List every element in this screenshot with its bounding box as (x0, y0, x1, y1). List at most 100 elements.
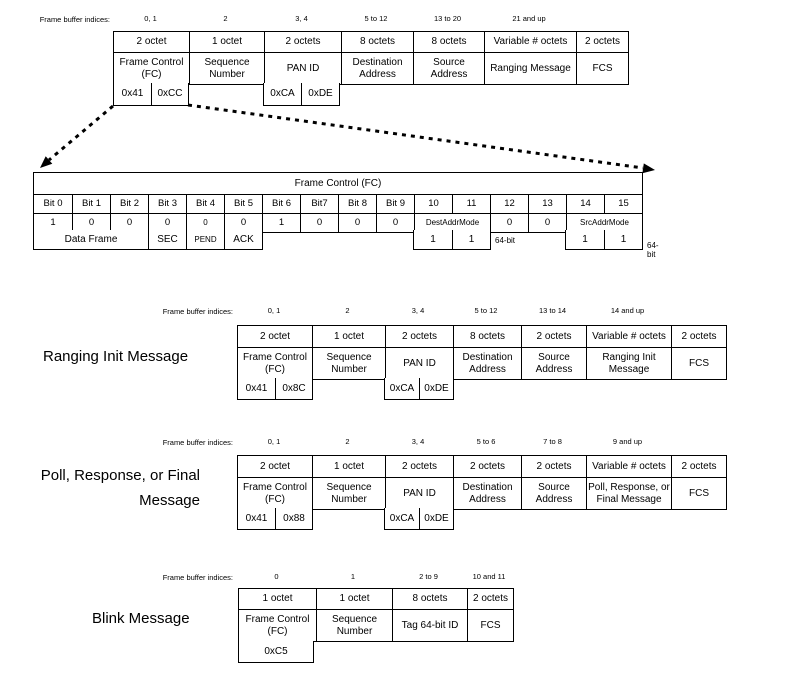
bit-value-cell: 0 (338, 214, 376, 232)
field-cell: PAN ID (385, 478, 453, 509)
field-cell: Sequence Number (316, 610, 392, 641)
ranging-init-table: 2 octet 1 octet 2 octets 8 octets 2 octe… (237, 325, 727, 380)
bit-value-cell: 1 (50, 217, 56, 229)
bit-value-cell: 0 (148, 214, 186, 232)
bit-value-cell: 0 (300, 214, 338, 232)
index-cell: 9 and up (612, 436, 643, 446)
bit-label-cell: 14 (566, 195, 604, 213)
index-cell: 5 to 12 (474, 305, 498, 315)
hex-value-cell: 0xC5 (264, 645, 288, 657)
ranging-init-message-label: Ranging Init Message (43, 348, 189, 365)
octet-cell: 2 octets (521, 456, 586, 477)
poll-response-final-table: 2 octet 1 octet 2 octets 2 octets 2 octe… (237, 455, 727, 510)
octet-cell: 8 octets (453, 326, 521, 347)
index-cell-empty (670, 305, 725, 317)
index-cell: 2 (223, 13, 228, 23)
octet-cell: 8 octets (341, 32, 413, 52)
hex-value-cell: 0x8C (275, 378, 312, 399)
blink-message-table: 1 octet 1 octet 8 octets 2 octets Frame … (238, 588, 514, 642)
bit-label-cell: Bit 0 (43, 198, 63, 210)
poll-label-line1: Poll, Response, or Final (40, 467, 200, 484)
bit-label-cell: Bit 2 (110, 195, 148, 213)
index-cell: 0, 1 (144, 13, 157, 23)
hex-value-cell: 0xDE (419, 508, 453, 529)
arrowhead-right-icon (642, 163, 655, 174)
poll-pan-value-box: 0xCA 0xDE (384, 508, 454, 530)
mode-bit-cell: 1 (452, 230, 490, 249)
octet-cell: 1 octet (312, 326, 385, 347)
field-row: Frame Control (FC) Sequence Number PAN I… (238, 477, 726, 509)
ranging-index-row: 0, 1 2 3, 4 5 to 12 13 to 14 14 and up (237, 305, 725, 317)
octet-row: 2 octet 1 octet 2 octets 8 octets 8 octe… (114, 32, 628, 52)
fc-title-row: Frame Control (FC) (34, 173, 642, 194)
octet-cell: 8 octets (413, 32, 484, 52)
bit-label-cell: Bit 8 (338, 195, 376, 213)
bit-label-cell: Bit 3 (148, 195, 186, 213)
field-cell: FCS (671, 478, 726, 509)
dest-addr-mode-cell: DestAddrMode (414, 214, 490, 232)
frame-control-block: Frame Control (FC) Bit 0 Bit 1 Bit 2 Bit… (33, 172, 659, 259)
poll-frame-buffer-indices-label: Frame buffer indices: (162, 438, 233, 447)
octet-row: 2 octet 1 octet 2 octets 8 octets 2 octe… (238, 326, 726, 347)
field-row: Frame Control (FC) Sequence Number PAN I… (114, 52, 628, 84)
field-cell: Frame Control (FC) (245, 613, 310, 637)
field-cell: Sequence Number (312, 348, 385, 379)
bit-value-cell: 0 (490, 214, 528, 232)
fc-dest-mode-bits-box: 1 1 (413, 230, 491, 250)
sec-cell: SEC (148, 230, 186, 249)
octet-row: 1 octet 1 octet 8 octets 2 octets (239, 589, 513, 609)
bit-value-cell: 0 (186, 214, 224, 232)
ack-cell: ACK (224, 230, 262, 249)
mode-bit-cell: 1 (604, 230, 642, 249)
field-cell: Destination Address (453, 348, 521, 379)
index-cell: 2 (345, 436, 350, 446)
field-cell: Sequence Number (312, 478, 385, 509)
octet-row: 2 octet 1 octet 2 octets 2 octets 2 octe… (238, 456, 726, 477)
dest-64bit-note: 64-bit (495, 236, 516, 245)
field-row: Frame Control (FC) Sequence Number PAN I… (238, 347, 726, 379)
poll-label-line2: Message (139, 492, 200, 509)
field-cell: Source Address (521, 348, 586, 379)
octet-cell: 2 octets (385, 456, 453, 477)
index-cell: 13 to 14 (538, 305, 567, 315)
hex-value-cell: 0xDE (419, 378, 453, 399)
field-cell: Poll, Response, or Final Message (586, 478, 671, 509)
index-cell: 2 to 9 (419, 571, 438, 581)
field-cell: Ranging Message (484, 53, 576, 84)
poll-index-row: 0, 1 2 3, 4 5 to 6 7 to 8 9 and up (237, 436, 725, 448)
octet-cell: 1 octet (312, 456, 385, 477)
poll-response-final-label: Poll, Response, or Final Message (28, 463, 200, 513)
top-pan-value-box: 0xCA 0xDE (263, 83, 340, 106)
top-frame-table: 2 octet 1 octet 2 octets 8 octets 8 octe… (113, 31, 629, 85)
hex-value-cell: 0x41 (245, 512, 268, 524)
index-cell-empty (670, 436, 725, 448)
octet-cell: 1 octet (262, 593, 293, 605)
index-cell-empty (575, 13, 627, 25)
field-cell: Frame Control (FC) (243, 481, 307, 505)
blink-frame-buffer-indices-label: Frame buffer indices: (162, 573, 233, 582)
fc-frame-type-box: Data Frame SEC PEND ACK (33, 230, 263, 250)
field-cell: PAN ID (264, 53, 341, 84)
hex-value-cell: 0x41 (245, 382, 268, 394)
fc-src-mode-bits-box: 1 1 (565, 230, 643, 250)
top-frame-buffer-indices-label: Frame buffer indices: (39, 15, 110, 24)
hex-value-cell: 0xCA (389, 512, 415, 524)
dashed-arrow-right (187, 103, 644, 170)
bit-value-cell: 0 (528, 214, 566, 232)
field-cell: PAN ID (385, 348, 453, 379)
octet-cell: Variable # octets (586, 456, 671, 477)
index-cell: 14 and up (610, 305, 645, 315)
bit-label-cell: 13 (528, 195, 566, 213)
octet-cell: 2 octet (259, 330, 291, 342)
bit-label-cell: Bit 6 (262, 195, 300, 213)
ranging-fc-value-box: 0x41 0x8C (237, 378, 313, 400)
hex-value-cell: 0xDE (301, 83, 339, 105)
hex-value-cell: 0x41 (121, 88, 144, 100)
field-cell: Destination Address (341, 53, 413, 84)
arrowhead-left-icon (40, 156, 53, 168)
octet-cell: 2 octets (264, 32, 341, 52)
index-cell: 3, 4 (295, 13, 308, 23)
ranging-frame-buffer-indices-label: Frame buffer indices: (162, 307, 233, 316)
index-cell: 0, 1 (267, 305, 281, 315)
index-cell: 1 (350, 571, 356, 581)
